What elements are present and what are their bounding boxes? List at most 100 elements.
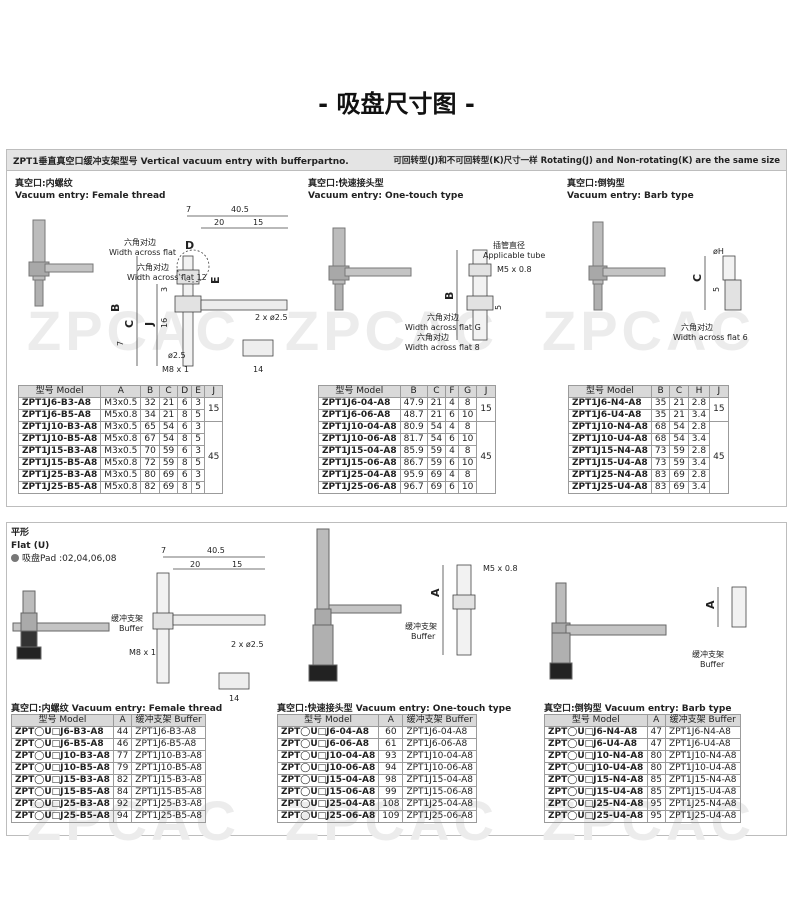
a-value-cell: 80: [646, 750, 666, 763]
column-header: F: [445, 385, 459, 398]
value-cell: 6: [177, 469, 193, 482]
thread-m5: M5 x 0.8: [497, 265, 532, 274]
model-cell: ZPT◯U□J15-06-A8: [276, 786, 380, 799]
j-value-cell: 45: [476, 421, 496, 494]
buffer-label-en: Buffer: [700, 660, 725, 669]
hex-label-g: 六角对边: [427, 312, 459, 322]
model-cell: ZPT1J6-N4-A8: [568, 397, 652, 410]
value-cell: 10: [457, 457, 478, 470]
technical-drawing: [456, 249, 494, 341]
model-cell: ZPT1J6-04-A8: [318, 397, 401, 410]
buffer-label: 缓冲支架: [405, 621, 437, 631]
hex-label-2-en: Width across flat 12: [127, 273, 207, 282]
female-thread-drawing: 7 40.5 20 15 六角对边 Width across flat D E …: [28, 205, 288, 374]
value-cell: 2.8: [687, 469, 711, 482]
value-cell: M5x0.8: [100, 433, 142, 446]
product-photo: [12, 590, 110, 660]
model-cell: ZPT◯U□J25-04-A8: [276, 798, 380, 811]
value-cell: 35: [650, 397, 671, 410]
value-cell: 4: [445, 421, 459, 434]
j-value-cell: 15: [203, 397, 224, 422]
model-cell: ZPT1J15-N4-A8: [568, 445, 652, 458]
value-cell: M3x0.5: [100, 397, 142, 410]
a-value-cell: 92: [112, 798, 133, 811]
dim-14: 14: [253, 365, 263, 374]
section-one-touch: 真空口:快速接头型 Vacuum entry: One-touch type: [308, 179, 464, 201]
model-cell: ZPT1J15-B3-A8: [17, 445, 102, 458]
a-value-cell: 94: [378, 762, 404, 775]
a-value-cell: 99: [378, 786, 404, 799]
value-cell: 54: [426, 433, 447, 446]
value-cell: 10: [457, 433, 478, 446]
value-cell: 73: [650, 445, 671, 458]
buffer-cell: ZPT1J25-U4-A8: [664, 810, 741, 823]
buffer-label: 缓冲支架: [692, 649, 724, 659]
a-value-cell: 80: [646, 762, 666, 775]
dim-B: B: [109, 304, 122, 312]
hex-label-g-en: Width across flat G: [405, 323, 481, 332]
dim-B: B: [443, 292, 456, 300]
model-cell: ZPT1J10-N4-A8: [568, 421, 652, 434]
model-cell: ZPT◯U□J15-U4-A8: [544, 786, 648, 799]
value-cell: 96.7: [399, 481, 428, 494]
value-cell: 10: [457, 409, 478, 422]
model-cell: ZPT1J25-B5-A8: [17, 481, 102, 494]
a-value-cell: 94: [112, 810, 133, 823]
value-cell: 73: [650, 457, 671, 470]
value-cell: 8: [457, 397, 478, 410]
value-cell: 3.4: [687, 457, 711, 470]
buffer-cell: ZPT1J15-06-A8: [402, 786, 477, 799]
model-cell: ZPT1J6-B3-A8: [17, 397, 102, 410]
buffer-cell: ZPT1J15-04-A8: [402, 774, 477, 787]
model-cell: ZPT◯U□J15-B3-A8: [11, 774, 114, 787]
dim-A: A: [704, 600, 717, 609]
value-cell: 8: [457, 469, 478, 482]
column-header: 型号 Model: [568, 385, 652, 398]
dim-3: 3: [160, 287, 169, 292]
a-value-cell: 79: [112, 762, 133, 775]
a-value-cell: 77: [112, 750, 133, 763]
panel-header: ZPT1垂直真空口缓冲支架型号 Vertical vacuum entry wi…: [7, 150, 786, 171]
thread-m8: M8 x 1: [129, 648, 156, 657]
value-cell: 6: [445, 481, 459, 494]
model-cell: ZPT1J10-06-A8: [318, 433, 401, 446]
model-cell: ZPT1J10-04-A8: [318, 421, 401, 434]
value-cell: 54: [426, 421, 447, 434]
dim-5: 5: [712, 287, 721, 292]
model-cell: ZPT◯U□J25-N4-A8: [544, 798, 648, 811]
dim-15: 15: [253, 218, 263, 227]
buffer-cell: ZPT1J6-U4-A8: [664, 738, 741, 751]
value-cell: 2.8: [687, 421, 711, 434]
value-cell: 5: [191, 433, 205, 446]
model-cell: ZPT◯U□J25-B5-A8: [11, 810, 114, 823]
section-barb: 真空口:倒钩型 Vacuum entry: Barb type: [567, 179, 694, 201]
value-cell: 21: [426, 409, 447, 422]
buffer-label: 缓冲支架: [111, 613, 143, 623]
value-cell: 59: [158, 457, 179, 470]
technical-drawing: [704, 255, 742, 311]
product-photo: [328, 227, 412, 311]
value-cell: 34: [140, 409, 160, 422]
flat-female-drawing: 7 40.5 20 15 M8 x 1 2 x ø2.5 14 缓冲支架 Buf…: [12, 546, 266, 703]
column-header: J: [203, 385, 224, 398]
column-header: 型号 Model: [11, 714, 114, 727]
